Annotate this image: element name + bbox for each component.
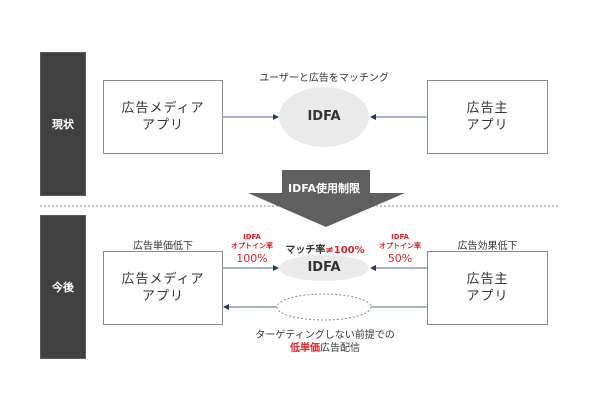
match-rate-label: マッチ率 (285, 245, 326, 256)
media-optin-subtitle: オプトイン率 (231, 242, 273, 250)
media-optin-value: 100% (236, 252, 268, 265)
advertiser-optin: IDFA オプトイン率 50% (370, 233, 430, 265)
current-idfa-ellipse (279, 87, 369, 147)
advertiser-caption: 広告効果低下 (457, 241, 518, 252)
match-rate: マッチ率≠100% (280, 241, 370, 256)
sidebar-future: 今後 (40, 215, 86, 359)
future-idfa-ellipse (279, 255, 369, 281)
future-media-app-line1: 広告メディア (121, 272, 205, 287)
future-advertiser-app-box: 広告主 アプリ (427, 251, 548, 325)
advertiser-optin-value: 50% (387, 252, 413, 265)
current-media-app-line2: アプリ (141, 118, 184, 133)
advertiser-optin-subtitle: オプトイン率 (379, 242, 421, 250)
footer-note: ターゲティングしない前提での 低単価広告配信 (230, 329, 420, 355)
footer-line1: ターゲティングしない前提での (255, 330, 395, 341)
media-caption: 広告単価低下 (133, 241, 193, 252)
current-media-app-box: 広告メディア アプリ (103, 80, 223, 154)
sidebar-current-label: 現状 (52, 118, 74, 131)
sidebar-current: 現状 (40, 52, 86, 196)
footer-highlight: 低単価 (290, 343, 320, 354)
sidebar-future-label: 今後 (52, 281, 74, 294)
future-media-app-box: 広告メディア アプリ (103, 251, 223, 325)
idfa-restriction-arrow (248, 170, 405, 227)
idfa-restriction-label: IDFA使用制限 (288, 182, 360, 195)
future-advertiser-app-line2: アプリ (466, 289, 509, 304)
media-optin: IDFA オプトイン率 100% (222, 233, 282, 265)
matching-label: ユーザーと広告をマッチング (259, 73, 389, 84)
future-media-app-line2: アプリ (141, 289, 184, 304)
future-idfa-label: IDFA (307, 260, 341, 275)
footer-rest: 広告配信 (320, 343, 360, 354)
current-advertiser-app-line2: アプリ (466, 118, 509, 133)
current-idfa-label: IDFA (307, 109, 341, 124)
media-optin-title: IDFA (243, 233, 261, 241)
advertiser-optin-title: IDFA (391, 233, 409, 241)
current-media-app-line1: 広告メディア (121, 101, 205, 116)
future-advertiser-app-line1: 広告主 (466, 272, 509, 287)
current-advertiser-app-line1: 広告主 (466, 101, 509, 116)
current-advertiser-app-box: 広告主 アプリ (427, 80, 548, 154)
future-untargeted-ellipse (276, 293, 372, 321)
footer-line2: 低単価広告配信 (230, 342, 420, 355)
match-rate-value: ≠100% (325, 245, 365, 256)
